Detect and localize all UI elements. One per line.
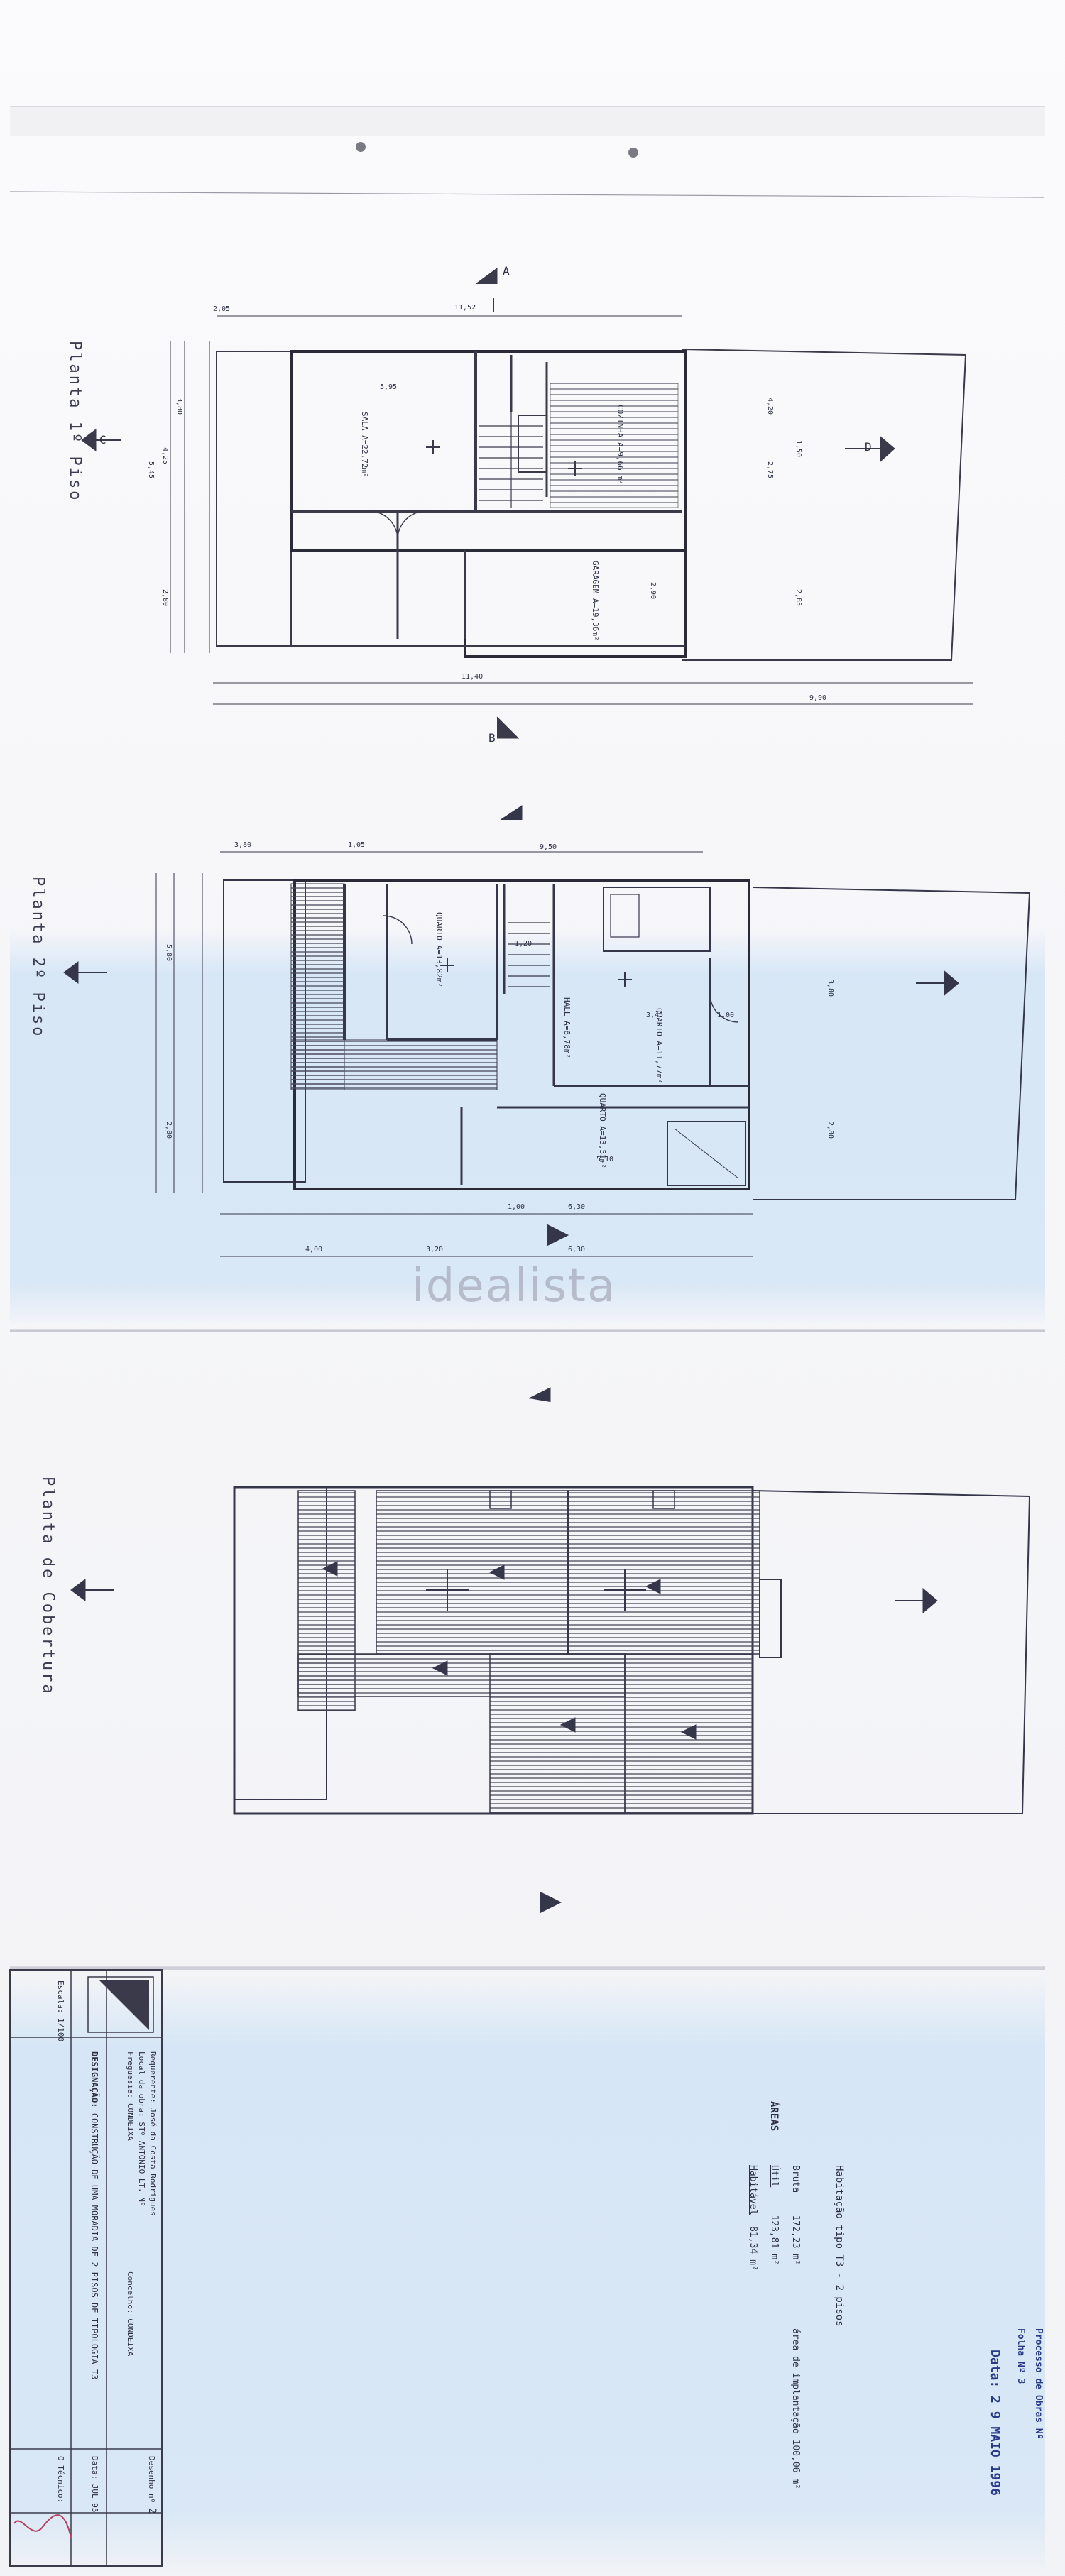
dimension: 1,50 <box>794 440 802 458</box>
dimension: 4,20 <box>766 398 774 415</box>
plan-label-roof: Planta de Cobertura <box>39 1476 57 1696</box>
dimension: 3,80 <box>826 980 834 997</box>
dimension: 11,40 <box>462 673 484 681</box>
section-mark-c: C <box>99 433 106 446</box>
dimension: 5,95 <box>380 383 398 391</box>
tb-designacao: DESIGNAÇÃO: CONSTRUÇÃO DE UMA MORADIA DE… <box>89 2051 99 2380</box>
room-label: COZINHA A=9,66 m² <box>616 405 625 485</box>
dimension: 2,80 <box>161 589 169 607</box>
dimension: 2,90 <box>649 582 657 600</box>
watermark-idealista: idealista <box>412 1260 617 1312</box>
room-label: SALA A=22,72m² <box>360 412 369 478</box>
dimension: 2,80 <box>165 1122 173 1139</box>
dimension: 5,45 <box>147 461 155 479</box>
plan-floor-2 <box>63 805 1031 1257</box>
tb-freguesia: Freguesia: CONDEIXA <box>126 2051 135 2141</box>
dimension: 1,20 <box>515 940 532 948</box>
photo-blue-tint-lower <box>10 1973 1045 2570</box>
dimension: 11,52 <box>454 304 476 312</box>
border-line <box>9 191 1044 198</box>
areas-implantacao: área de implantação 100,06 m² <box>790 2328 801 2489</box>
dimension: 1,05 <box>348 841 366 849</box>
dimension: 9,50 <box>540 843 557 851</box>
plan-floor-1 <box>81 268 973 739</box>
plan-roof <box>70 1387 1031 1914</box>
room-label: HALL A=6,78m² <box>562 997 572 1059</box>
tb-tecnico: O Técnico: <box>56 2456 65 2504</box>
areas-util: Útil 123,81 m² <box>769 2165 780 2265</box>
dimension: 3,80 <box>234 841 252 849</box>
dimension: 5,10 <box>596 1156 614 1163</box>
tb-requerente: Requerente: José da Costa Rodrigues <box>148 2051 158 2216</box>
page-fold-1 <box>10 1329 1045 1332</box>
dimension: 3,20 <box>426 1246 444 1254</box>
process-number: Processo de Obras Nº <box>1033 2328 1044 2440</box>
plan-label-floor-1: Planta 1º Piso <box>66 341 84 503</box>
page-fold-2 <box>10 1966 1045 1970</box>
dimension: 4,25 <box>161 447 169 465</box>
room-label: QUARTO A=13,82m² <box>435 912 444 987</box>
tb-concelho: Concelho: CONDEIXA <box>126 2271 135 2357</box>
section-mark-b: B <box>488 731 496 745</box>
dimension: 1,00 <box>717 1012 735 1019</box>
areas-heading: ÁREAS <box>768 2101 780 2132</box>
dimension: 6,30 <box>568 1246 586 1254</box>
dimension: 3,45 <box>646 1012 664 1019</box>
section-mark-d: D <box>865 440 872 454</box>
tb-data: Data: JUL 95 <box>90 2456 99 2513</box>
plan-label-floor-2: Planta 2º Piso <box>29 877 47 1038</box>
tb-escala: Escala: 1/100 <box>56 1980 65 2042</box>
section-mark-a: A <box>503 264 510 278</box>
dimension: 5,80 <box>165 944 173 962</box>
photo-blue-tint <box>10 926 1045 1324</box>
dimension: 2,75 <box>766 461 774 479</box>
areas-habitavel: Habitável 81,34 m² <box>748 2165 758 2271</box>
dimension: 9,90 <box>809 694 827 702</box>
title-block-frame <box>9 1969 163 2567</box>
punch-hole <box>628 148 638 158</box>
punch-hole <box>356 142 366 152</box>
areas-type-line: Habitação tipo T3 - 2 pisos <box>834 2165 845 2327</box>
dimension: 6,30 <box>568 1203 586 1211</box>
room-label: GARAGEM A=19,36m² <box>591 561 600 641</box>
process-date: Data: 2 9 MAIO 1996 <box>988 2350 1003 2496</box>
areas-bruta: Bruta 172,23 m² <box>790 2165 801 2265</box>
dimension: 2,05 <box>213 305 231 313</box>
dimension: 3,80 <box>175 398 183 415</box>
top-margin-strip <box>10 106 1045 136</box>
signature-mark <box>13 2514 72 2538</box>
tb-desenho: Desenho nº 2 <box>146 2456 158 2514</box>
dimension: 2,80 <box>826 1122 834 1139</box>
process-sheet: Folha Nº 3 <box>1015 2328 1026 2384</box>
dimension: 1,00 <box>508 1203 525 1211</box>
dimension: 4,00 <box>305 1246 323 1254</box>
dimension: 2,85 <box>794 589 802 607</box>
tb-local: Local da obra: STº ANTÓNIO LT. Nº <box>137 2051 146 2207</box>
